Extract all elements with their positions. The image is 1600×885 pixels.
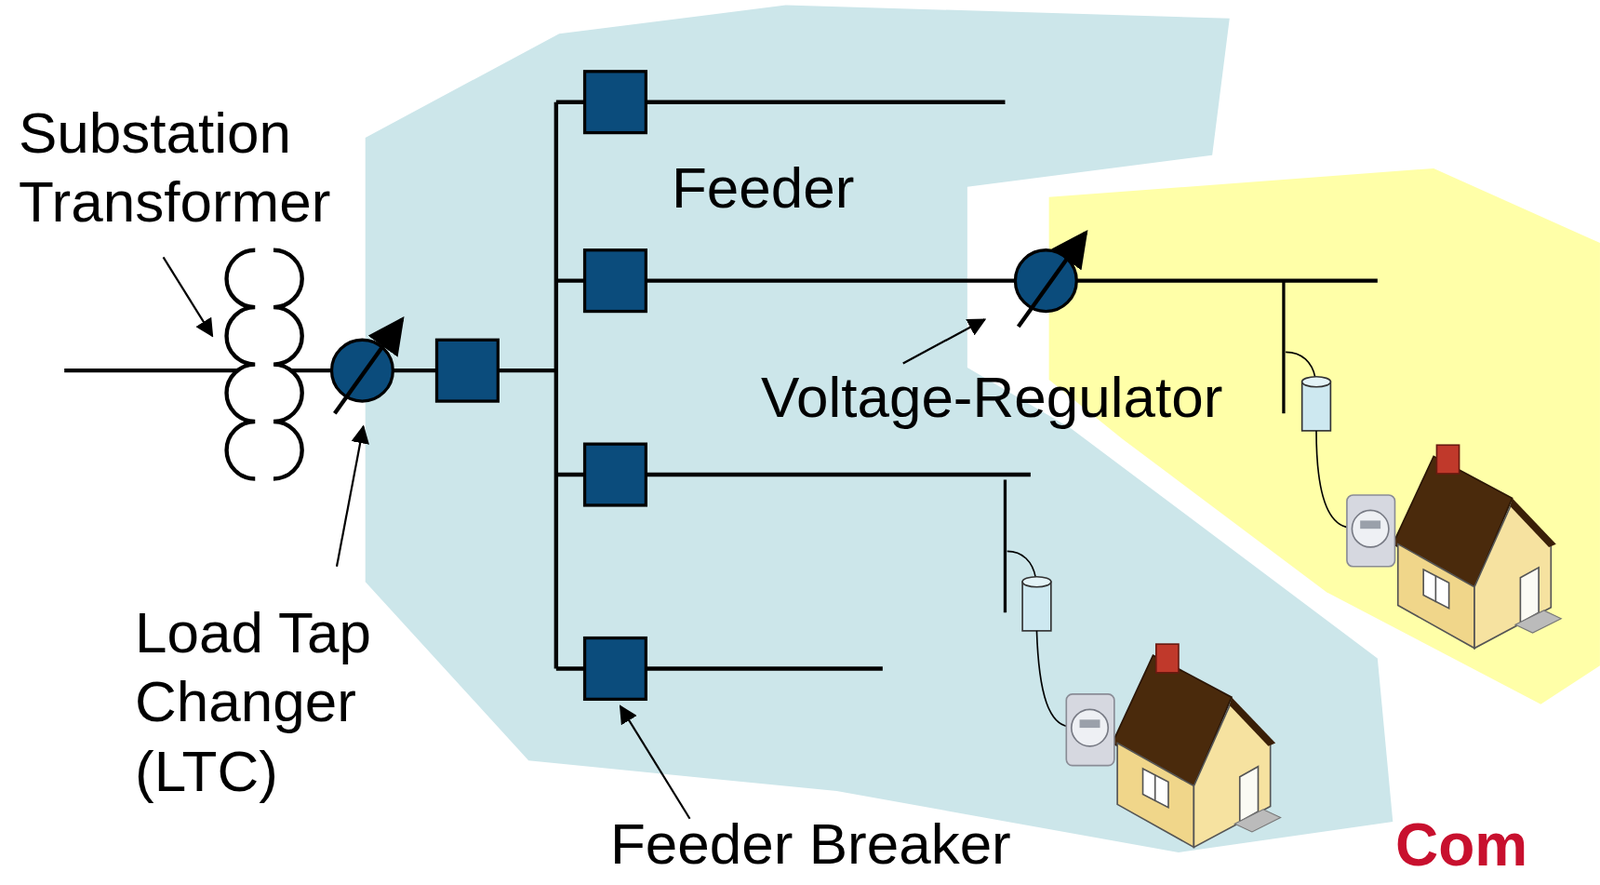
- leader-arrow: [163, 256, 214, 335]
- part-label: Substation Transformer: [18, 98, 373, 238]
- transformer-secondary-coil: [273, 250, 303, 480]
- distribution-transformer: [1302, 376, 1332, 387]
- transformer-primary-coil: [226, 250, 256, 480]
- feeder-breaker: [585, 638, 647, 700]
- part-label: Voltage-Regulator: [760, 362, 1282, 432]
- leader-arrow: [903, 319, 986, 363]
- feeder-breaker: [585, 250, 647, 312]
- part-label: Feeder: [671, 153, 914, 223]
- part-label: Feeder Breaker: [610, 809, 1057, 879]
- logo-text: Com: [1395, 809, 1582, 881]
- regulated-region: [1049, 168, 1600, 705]
- service-drop: [1281, 280, 1285, 414]
- regulator-arrow: [1018, 232, 1086, 327]
- leader-arrow: [620, 706, 691, 819]
- ltc-symbol: [332, 339, 394, 401]
- bus-bar: [554, 102, 559, 669]
- feeder-line: [556, 278, 1378, 282]
- service-wire: [1285, 351, 1316, 377]
- distribution-transformer: [1302, 381, 1332, 431]
- input-line: [64, 368, 238, 373]
- feeder-breaker: [585, 443, 647, 506]
- distribution-transformer: [1022, 576, 1052, 587]
- service-wire: [1007, 550, 1037, 578]
- house-icon: [1346, 444, 1561, 648]
- main-breaker: [437, 339, 499, 401]
- part-label: Load Tap Changer (LTC): [134, 598, 405, 806]
- ltc-arrow: [334, 319, 402, 414]
- leader-arrow: [336, 426, 364, 566]
- distribution-transformer: [1022, 581, 1052, 631]
- house-icon: [1066, 643, 1280, 847]
- service-drop: [1003, 480, 1007, 614]
- feeder-breaker: [585, 71, 647, 134]
